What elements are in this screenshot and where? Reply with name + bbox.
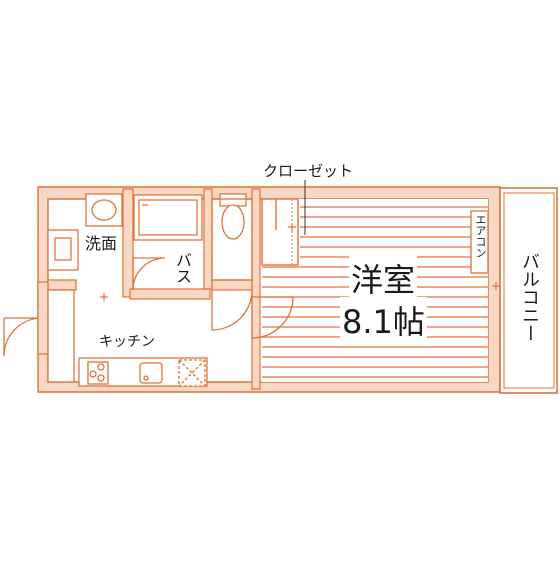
western-room-floor [262,199,488,382]
balcony-inner [503,192,555,389]
toilet [211,193,253,281]
aircon-label: エアコン [474,214,487,258]
aircon-unit [470,210,489,274]
balcony-label: バルコニー [519,252,540,342]
bathtub [133,194,203,241]
doors [3,257,294,357]
closet-label: クローゼット [263,162,354,180]
washroom-label: 洗面 [85,234,118,253]
kitchen-counter [78,357,208,387]
fixture-marks [100,223,500,301]
bath-label: バス [173,252,192,284]
balcony-area [499,187,558,394]
closet [261,198,299,266]
western-room-size: 8.1帖 [340,297,427,343]
entrance-wall [37,281,49,355]
washroom-fixtures [47,193,123,271]
kitchen-label: キッチン [99,334,155,350]
entrance-shoe-box [47,289,75,383]
western-room-name: 洋室 [349,255,418,301]
